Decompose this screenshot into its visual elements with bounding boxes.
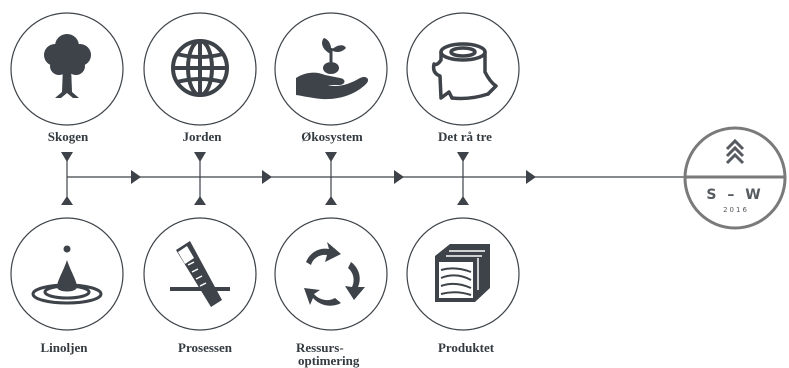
logo-text: S – W bbox=[706, 187, 764, 203]
prosessen-circle bbox=[143, 217, 257, 331]
oil-drop-icon bbox=[31, 245, 103, 305]
recycle-arrows-icon bbox=[304, 242, 365, 306]
ressurs-circle bbox=[274, 217, 388, 331]
produktet-circle bbox=[406, 217, 520, 331]
flow-arrows bbox=[131, 170, 536, 184]
wood-block-icon bbox=[435, 244, 490, 302]
logo bbox=[683, 126, 787, 230]
okosystem-circle bbox=[274, 12, 388, 126]
tree-icon bbox=[44, 34, 91, 98]
top-markers bbox=[61, 152, 469, 162]
label-ressurs-line1: Ressurs- bbox=[296, 340, 344, 355]
bottom-markers bbox=[61, 196, 469, 205]
label-det-ra-tre: Det rå tre bbox=[438, 129, 492, 144]
label-linoljen: Linoljen bbox=[40, 340, 88, 355]
jorden-circle bbox=[143, 12, 257, 126]
label-skogen: Skogen bbox=[47, 129, 89, 144]
seedling-hand-icon bbox=[296, 38, 369, 100]
label-prosessen: Prosessen bbox=[178, 340, 232, 355]
label-ressurs-line2: optimering bbox=[298, 353, 360, 368]
house-chevrons-icon bbox=[725, 138, 745, 165]
label-okosystem: Økosystem bbox=[301, 129, 363, 144]
skogen-circle bbox=[10, 12, 124, 126]
wood-log-icon bbox=[431, 42, 498, 101]
linoljen-circle bbox=[10, 217, 124, 331]
label-produktet: Produktet bbox=[437, 340, 495, 355]
globe-icon bbox=[171, 39, 229, 97]
label-jorden: Jorden bbox=[182, 129, 222, 144]
saw-icon bbox=[170, 241, 230, 307]
det-ra-tre-circle bbox=[406, 12, 520, 126]
logo-year: 2016 bbox=[723, 206, 749, 214]
